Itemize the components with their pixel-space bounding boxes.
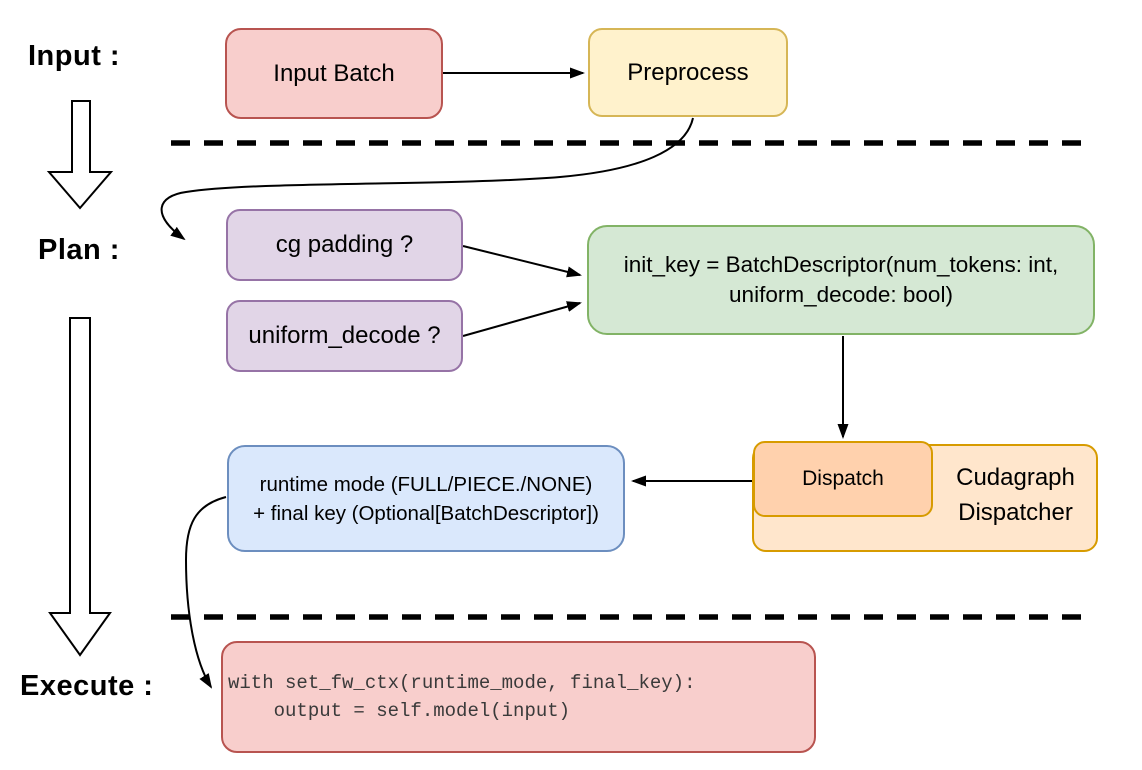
stage-arrow-plan-to-execute: [48, 317, 112, 657]
node-preprocess: Preprocess: [588, 28, 788, 117]
init-key-line1: init_key = BatchDescriptor(num_tokens: i…: [623, 252, 1059, 277]
node-init-key: init_key = BatchDescriptor(num_tokens: i…: [587, 225, 1095, 335]
init-key-line2: uniform_decode: bool): [729, 282, 953, 307]
execute-code-line2: output = self.model(input): [228, 700, 571, 722]
runtime-mode-line2: + final key (Optional[BatchDescriptor]): [253, 501, 599, 525]
cudagraph-dispatcher-line2: Dispatcher: [958, 499, 1073, 526]
stage-label-input: Input :: [28, 40, 121, 72]
node-dispatch: Dispatch: [753, 441, 933, 517]
node-uniform-decode: uniform_decode ?: [226, 300, 463, 372]
node-runtime-mode: runtime mode (FULL/PIECE./NONE) + final …: [227, 445, 625, 552]
cudagraph-dispatcher-line1: Cudagraph: [956, 464, 1075, 491]
connector-runtimemode-to-executecode: [184, 496, 227, 689]
node-input-batch: Input Batch: [225, 28, 443, 119]
stage-label-plan: Plan :: [38, 234, 120, 266]
execute-code-line1: with set_fw_ctx(runtime_mode, final_key)…: [228, 672, 696, 694]
stage-arrow-input-to-plan: [46, 100, 114, 210]
node-execute-code: with set_fw_ctx(runtime_mode, final_key)…: [221, 641, 816, 753]
connector-cgpadding-to-initkey: [462, 245, 582, 278]
cudagraph-dispatcher-label: Cudagraph Dispatcher: [933, 460, 1098, 530]
runtime-mode-line1: runtime mode (FULL/PIECE./NONE): [259, 472, 593, 496]
node-cg-padding: cg padding ?: [226, 209, 463, 281]
stage-label-execute: Execute :: [20, 670, 154, 702]
connector-uniformdecode-to-initkey: [462, 301, 582, 337]
